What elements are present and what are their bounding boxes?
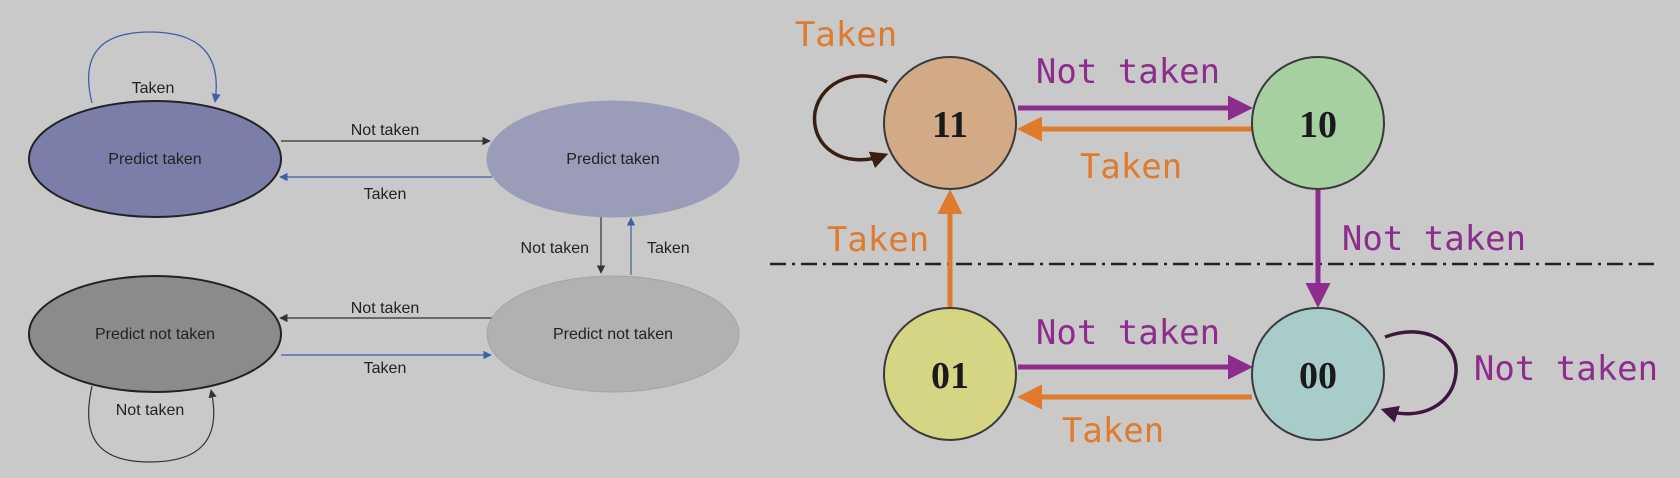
state-s1-label: Predict taken (566, 151, 659, 168)
s1-to-s3-label: Not taken (521, 240, 589, 257)
n00-self-loop (1380, 330, 1458, 423)
s1-to-s0-label: Taken (364, 186, 407, 203)
n11-self-label: Taken (795, 15, 897, 55)
s2-self-loop (88, 385, 217, 463)
node-01-label: 01 (931, 355, 969, 397)
state-s1 (486, 100, 740, 218)
node-01 (883, 307, 1017, 441)
s2-to-s3-label: Taken (364, 360, 407, 377)
state-s3-label: Predict not taken (553, 326, 673, 343)
n00-to-n01-label: Taken (1062, 411, 1164, 451)
node-00 (1251, 307, 1385, 441)
n11-to-n10-label: Not taken (1036, 52, 1220, 92)
n10-to-n11-label: Taken (1080, 147, 1182, 187)
s0-to-s1-label: Not taken (351, 122, 419, 139)
node-10 (1251, 56, 1385, 190)
n01-to-n00-label: Not taken (1036, 313, 1220, 353)
node-11 (883, 56, 1017, 190)
state-s2-label: Predict not taken (95, 326, 215, 343)
node-10-label: 10 (1299, 104, 1337, 146)
s3-to-s1-label: Taken (647, 240, 690, 257)
s0-self-loop (88, 31, 221, 104)
s0-self-label: Taken (132, 80, 175, 97)
right-diagram: Taken Not taken Taken Not taken Taken No… (770, 15, 1658, 451)
s3-to-s2-label: Not taken (351, 300, 419, 317)
state-s0 (28, 100, 282, 218)
s2-self-label: Not taken (116, 402, 184, 419)
n10-to-n00-label: Not taken (1342, 219, 1526, 259)
state-s3 (486, 275, 740, 393)
state-s2 (28, 275, 282, 393)
node-00-label: 00 (1299, 355, 1337, 397)
state-s0-label: Predict taken (108, 151, 201, 168)
n11-self-loop (812, 74, 889, 169)
left-diagram: Taken Not taken Taken Not taken Taken No… (28, 31, 740, 463)
n01-to-n11-label: Taken (827, 220, 929, 260)
n00-self-label: Not taken (1474, 349, 1658, 389)
node-11-label: 11 (932, 104, 968, 146)
